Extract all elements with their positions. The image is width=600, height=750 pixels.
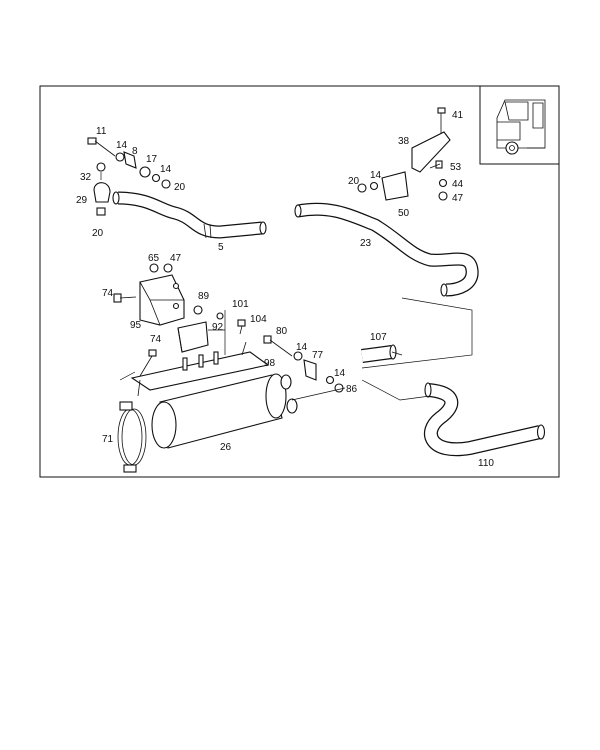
label-44: 44 <box>452 179 464 190</box>
nut-47 <box>438 191 448 201</box>
muffler-clamp <box>117 401 147 473</box>
washer-14 <box>115 152 125 162</box>
label-14: 14 <box>160 164 172 175</box>
washer-14b <box>151 173 161 183</box>
label-47: 47 <box>170 253 182 264</box>
label-50: 50 <box>398 208 410 219</box>
label-14: 14 <box>370 170 382 181</box>
label-41: 41 <box>452 110 464 121</box>
nut-20b <box>357 183 367 193</box>
label-53: 53 <box>450 162 462 173</box>
washer-14d <box>293 351 303 361</box>
label-38: 38 <box>398 136 410 147</box>
bolt-104 <box>237 319 246 335</box>
clamp-50 <box>381 171 409 201</box>
nut-20 <box>161 179 171 189</box>
label-65: 65 <box>148 253 160 264</box>
muffler <box>151 373 298 449</box>
bolt-11 <box>87 137 116 157</box>
nut-89 <box>193 305 203 315</box>
label-8: 8 <box>132 146 138 157</box>
label-80: 80 <box>276 326 288 337</box>
label-74: 74 <box>150 334 162 345</box>
label-20: 20 <box>92 228 104 239</box>
bracket-38 <box>411 131 451 173</box>
exhaust-pipe-front <box>112 191 267 239</box>
label-71: 71 <box>102 434 114 445</box>
label-47: 47 <box>452 193 464 204</box>
diagram-frame <box>39 85 560 478</box>
washer-44 <box>438 178 448 188</box>
clamp-77 <box>303 359 317 381</box>
label-20: 20 <box>348 176 360 187</box>
label-98: 98 <box>264 358 276 369</box>
label-17: 17 <box>146 154 158 165</box>
label-11: 11 <box>96 126 107 137</box>
bolt-41 <box>437 107 446 134</box>
label-23: 23 <box>360 238 372 249</box>
label-20: 20 <box>174 182 186 193</box>
bolt-74 <box>113 293 137 303</box>
exhaust-pipe-middle <box>294 202 479 297</box>
label-92: 92 <box>212 322 224 333</box>
support-bracket <box>139 263 185 326</box>
connector-pipe <box>361 344 397 363</box>
muffler-bracket <box>130 341 270 397</box>
part-labels: 11 14 8 17 14 20 32 29 20 5 41 38 53 44 … <box>76 110 494 469</box>
tail-pipe <box>423 382 546 457</box>
label-77: 77 <box>312 350 324 361</box>
label-14: 14 <box>116 140 128 151</box>
label-89: 89 <box>198 291 210 302</box>
label-32: 32 <box>80 172 92 183</box>
vehicle-inset <box>479 85 560 165</box>
label-107: 107 <box>370 332 387 343</box>
washer-14e <box>325 375 335 385</box>
clamp-29 <box>93 162 111 216</box>
gasket-8 <box>123 151 137 169</box>
leader-lines <box>100 172 473 401</box>
label-14: 14 <box>334 368 346 379</box>
label-95: 95 <box>130 320 142 331</box>
nut-86 <box>334 383 344 393</box>
hanger-bracket <box>177 321 209 353</box>
label-110: 110 <box>478 458 494 469</box>
label-26: 26 <box>220 442 232 453</box>
label-5: 5 <box>218 242 224 253</box>
label-29: 29 <box>76 195 88 206</box>
label-104: 104 <box>250 314 267 325</box>
label-86: 86 <box>346 384 358 395</box>
bolt-53 <box>429 160 443 169</box>
washer-14c <box>369 181 379 191</box>
label-74: 74 <box>102 288 114 299</box>
label-101: 101 <box>232 299 249 310</box>
washer-101 <box>216 312 224 320</box>
label-14: 14 <box>296 342 308 353</box>
bolt-74b <box>139 349 157 377</box>
spacer-17 <box>139 166 151 178</box>
bolt-80 <box>263 335 293 357</box>
